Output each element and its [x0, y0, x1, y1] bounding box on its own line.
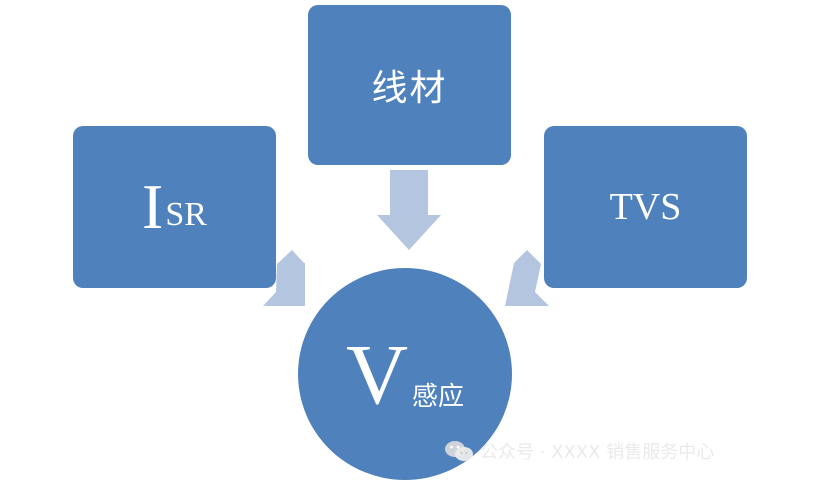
watermark: 公众号 · XXXX 销售服务中心 [444, 438, 714, 464]
wire-box: 线材 [308, 5, 511, 165]
arrow-isr-to-v [263, 250, 305, 306]
isr-main-label: I [142, 171, 164, 242]
isr-sub-label: SR [165, 196, 207, 233]
wire-label: 线材 [371, 68, 448, 109]
watermark-text: 公众号 · XXXX 销售服务中心 [480, 442, 715, 463]
v-main-label: V [345, 326, 409, 422]
tvs-label: TVS [609, 186, 682, 228]
wechat-icon [445, 441, 473, 461]
tvs-box: TVS [544, 126, 747, 288]
arrow-tvs-to-v [505, 250, 549, 306]
arrow-wire-to-v [377, 170, 441, 250]
v-sub-label: 感应 [412, 381, 465, 412]
